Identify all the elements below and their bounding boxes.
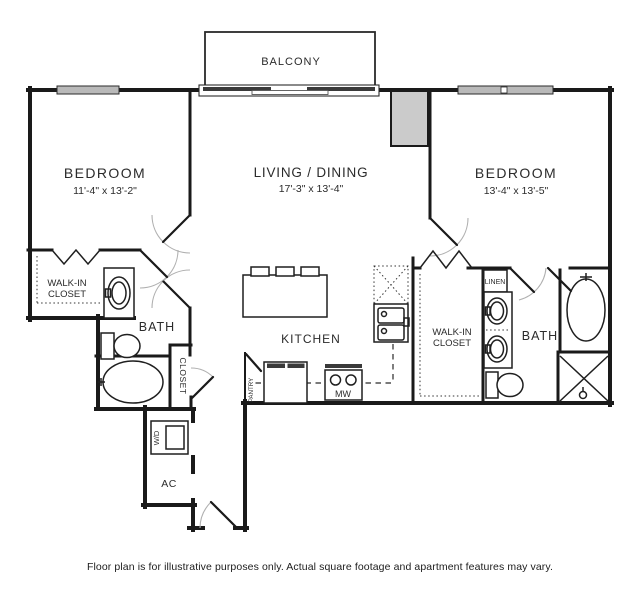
washer-dryer bbox=[150, 420, 189, 455]
kitchen-sink bbox=[373, 303, 410, 343]
faucet bbox=[98, 378, 105, 386]
shower-head-icon bbox=[578, 390, 588, 400]
vanity-right bbox=[483, 291, 513, 369]
bar-stool bbox=[275, 266, 295, 277]
walkin-right-label-2: CLOSET bbox=[433, 338, 471, 349]
walkin-left-label-2: CLOSET bbox=[48, 289, 86, 300]
bar-stool bbox=[300, 266, 320, 277]
window-left bbox=[56, 85, 120, 95]
bathtub-left bbox=[98, 360, 164, 404]
bifold-doors-closet-left bbox=[51, 248, 101, 266]
sink-right-1 bbox=[486, 297, 508, 325]
kitchen-corner-cabinet bbox=[373, 265, 409, 305]
window-right bbox=[457, 85, 554, 95]
sink-right-2 bbox=[486, 335, 508, 363]
bedroom-left-dims: 11'-4" x 13'-2" bbox=[73, 185, 137, 197]
balcony-label: BALCONY bbox=[261, 56, 321, 68]
bathtub-right bbox=[566, 273, 606, 342]
door-pantry bbox=[244, 352, 263, 373]
french-doors-left-bedroom bbox=[151, 213, 192, 310]
bedroom-right-dims: 13'-4" x 13'-5" bbox=[484, 185, 549, 197]
bifold-doors-closet-right bbox=[419, 249, 473, 270]
toilet-right bbox=[485, 371, 524, 399]
microwave-label: MW bbox=[335, 389, 351, 399]
ac-label: AC bbox=[161, 478, 177, 490]
kitchen-label: KITCHEN bbox=[281, 332, 341, 346]
labels: BALCONY BEDROOM 11'-4" x 13'-2" LIVING /… bbox=[47, 56, 558, 490]
faucet bbox=[484, 344, 491, 354]
bath-left-label: BATH bbox=[139, 320, 175, 334]
range-microwave bbox=[324, 364, 363, 401]
floor-plan: BALCONY BEDROOM 11'-4" x 13'-2" LIVING /… bbox=[26, 31, 614, 532]
bedroom-right-label: BEDROOM bbox=[475, 165, 557, 181]
disclaimer-text: Floor plan is for illustrative purposes … bbox=[86, 561, 553, 573]
toilet-left bbox=[100, 332, 141, 360]
vanity-left bbox=[103, 267, 135, 319]
structural-column bbox=[390, 90, 429, 147]
interior-walls bbox=[26, 88, 612, 411]
shower bbox=[559, 355, 609, 402]
faucet bbox=[104, 288, 112, 298]
door-hall-closet bbox=[189, 367, 215, 401]
door-entry bbox=[199, 500, 239, 530]
refrigerator bbox=[263, 361, 308, 404]
bedroom-left-label: BEDROOM bbox=[64, 165, 146, 181]
door-bath-right bbox=[508, 266, 573, 301]
pantry-label: PANTRY bbox=[248, 378, 255, 403]
shelving-closet-right bbox=[419, 274, 480, 397]
bath-right-label: BATH bbox=[522, 329, 558, 343]
floor-plan-svg: BALCONY BEDROOM 11'-4" x 13'-2" LIVING /… bbox=[26, 31, 614, 532]
sink-left bbox=[107, 276, 131, 310]
faucet bbox=[580, 273, 592, 281]
washer-dryer-label: W/D bbox=[152, 430, 161, 445]
door-bath-left bbox=[138, 248, 179, 289]
linen-label: LINEN bbox=[485, 279, 506, 286]
balcony-sliding-door bbox=[198, 84, 380, 97]
bar-stool bbox=[250, 266, 270, 277]
living-dining-dims: 17'-3" x 13'-4" bbox=[279, 183, 344, 195]
burner bbox=[329, 374, 342, 386]
burner bbox=[345, 374, 357, 386]
walkin-left-label-1: WALK-IN bbox=[47, 278, 86, 289]
kitchen-counter-dashed bbox=[252, 344, 394, 384]
faucet bbox=[484, 306, 491, 316]
walkin-right-label-1: WALK-IN bbox=[432, 327, 471, 338]
closet-label: CLOSET bbox=[178, 357, 188, 394]
living-dining-label: LIVING / DINING bbox=[254, 165, 369, 180]
door-bedroom-right bbox=[428, 216, 469, 257]
kitchen-island bbox=[242, 266, 328, 318]
